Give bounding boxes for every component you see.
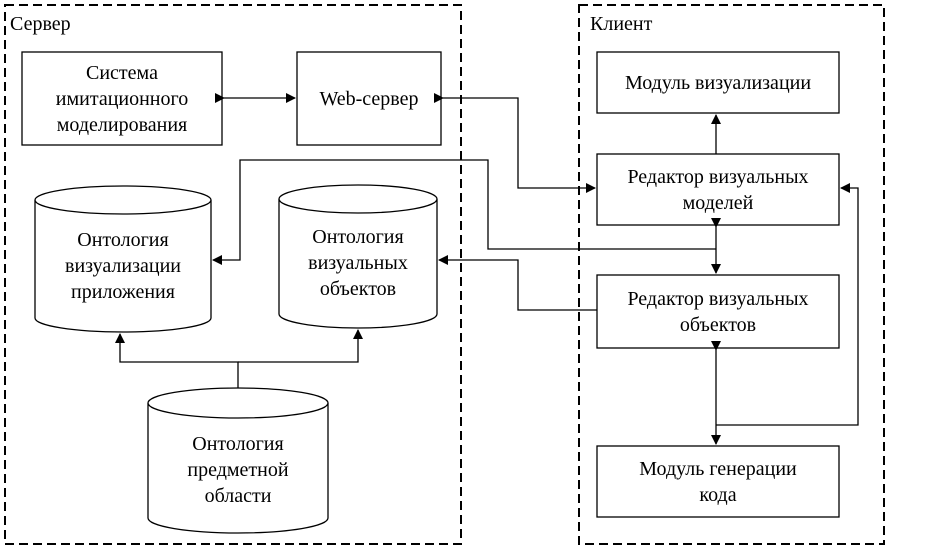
server-group-title: Сервер: [10, 13, 71, 35]
simulation-system-label: Система имитационного моделирования: [55, 61, 189, 136]
arrow-to-visual-objects-ontology: [438, 255, 597, 311]
visual-objects-editor-box: [596, 274, 840, 349]
visual-models-editor-label: Редактор визуальных моделей: [627, 165, 809, 214]
client-group-title: Клиент: [590, 13, 653, 35]
code-generation-module-label: Модуль генерации кода: [639, 457, 797, 506]
arrow-domain-to-app-ontology: [115, 333, 239, 388]
visual-models-editor-box: [596, 153, 840, 226]
app-visualization-ontology-cylinder: [34, 185, 212, 333]
visual-objects-ontology-label: Онтология визуальных объектов: [308, 226, 408, 300]
visualization-module-label: Модуль визуализации: [624, 71, 812, 94]
visualization-module-box: [596, 51, 840, 114]
arrow-web-models-editor: [434, 93, 596, 193]
app-visualization-ontology-label: Онтология визуализации приложения: [65, 229, 181, 303]
arrow-to-app-visualization-ontology: [212, 159, 716, 265]
web-server-box: [296, 51, 442, 146]
server-group-frame: [4, 4, 462, 545]
domain-ontology-cylinder: [147, 387, 329, 534]
visual-objects-editor-label: Редактор визуальных объектов: [627, 287, 809, 336]
web-server-label: Web-сервер: [319, 87, 419, 110]
visual-objects-ontology-cylinder: [278, 184, 438, 329]
code-generation-module-box: [596, 445, 840, 518]
arrow-domain-to-visual-objects-ontology: [238, 329, 363, 363]
client-group-frame: [578, 4, 885, 545]
domain-ontology-label: Онтология предметной области: [187, 433, 289, 507]
arrow-codegen-to-models-editor: [716, 183, 859, 426]
